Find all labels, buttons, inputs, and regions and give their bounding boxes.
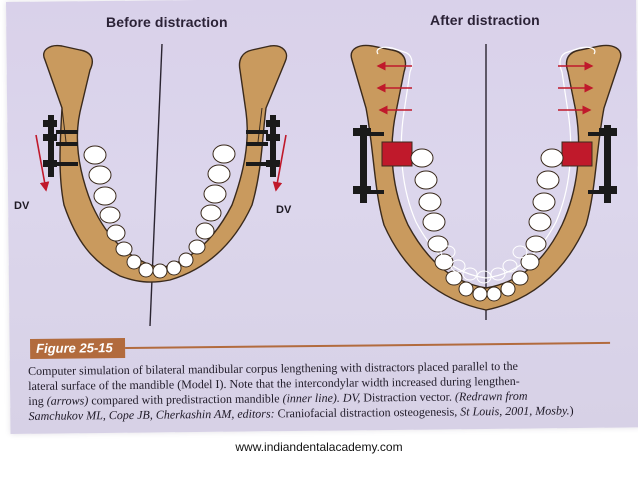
caption-authors: Samchukov ML, Cope JB, Cherkashin AM, ed…	[28, 406, 275, 423]
dv-label-left: DV	[14, 200, 30, 212]
figure-caption: Computer simulation of bilateral mandibu…	[28, 358, 611, 424]
mandible-figure	[35, 43, 622, 327]
figure-label: Figure 25-15	[30, 338, 126, 359]
after-distractor-right	[588, 125, 617, 203]
caption-line-4b: Craniofacial distraction osteogenesis,	[274, 404, 461, 421]
after-distractor-left	[353, 125, 384, 203]
after-regenerate-right	[561, 141, 593, 167]
after-teeth	[410, 148, 564, 302]
caption-line-4-end: )	[569, 403, 574, 418]
caption-line-3b: compared with predistraction mandible	[88, 391, 283, 408]
after-teeth-outline	[440, 245, 528, 284]
after-mandible-bone	[350, 44, 622, 311]
caption-line-3c: Distraction vector.	[360, 389, 456, 405]
caption-inner-line: (inner line). DV,	[282, 390, 361, 406]
before-distractor-right	[246, 115, 280, 177]
after-inner-line	[376, 46, 596, 279]
before-dv-arrow-left	[35, 134, 50, 192]
after-arrows	[376, 61, 594, 115]
caption-line-3a: ing	[28, 393, 47, 408]
caption-place: St Louis, 2001, Mosby.	[460, 403, 570, 419]
after-regenerate-left	[381, 141, 413, 167]
after-mandible	[350, 44, 622, 320]
after-title: After distraction	[430, 12, 540, 28]
website-footer: www.indiandentalacademy.com	[235, 440, 403, 454]
before-mandible	[35, 43, 288, 327]
before-midline	[149, 43, 163, 327]
caption-arrows: (arrows)	[46, 393, 89, 408]
before-teeth	[83, 144, 236, 279]
before-dv-arrow-right	[272, 134, 287, 192]
dv-label-right: DV	[276, 204, 292, 216]
before-title: Before distraction	[106, 14, 228, 30]
figure-rule	[125, 341, 611, 350]
before-distractor-left	[43, 115, 78, 177]
before-mandible-bone	[43, 44, 288, 283]
caption-redrawn: (Redrawn from	[454, 388, 528, 404]
